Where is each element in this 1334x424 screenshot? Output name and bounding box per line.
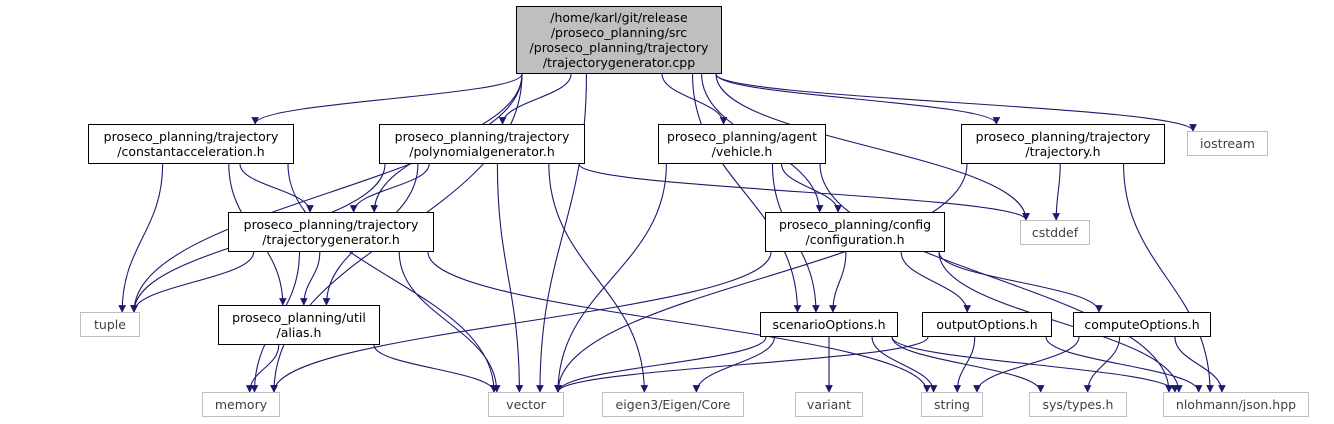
node-label-line: proseco_planning/config [778, 217, 932, 232]
node-label-line: /vehicle.h [711, 144, 773, 159]
node-label-line: vector [506, 397, 546, 412]
edge-scenario-to-json [891, 336, 1179, 393]
edge-trajgen-to-alias [299, 251, 321, 306]
edge-root-to-vector [536, 73, 587, 393]
node-eigen: eigen3/Eigen/Core [602, 392, 744, 417]
edge-config-to-output [900, 251, 972, 313]
edge-scenario-to-eigen [692, 336, 775, 393]
edge-root-to-cstddef [715, 73, 1030, 221]
node-label-line: nlohmann/json.hpp [1175, 397, 1297, 412]
edge-output-to-vector [554, 336, 929, 393]
edge-vehicle-to-config [781, 163, 842, 213]
node-constacc[interactable]: proseco_planning/trajectory/constantacce… [88, 124, 294, 164]
edge-scenario-to-string [871, 336, 938, 393]
node-label-line: /constantacceleration.h [117, 144, 265, 159]
node-label-line: /polynomialgenerator.h [409, 144, 555, 159]
node-label-line: proseco_planning/util [232, 310, 366, 325]
node-label-line: /proseco_planning/src [550, 25, 688, 40]
node-label-line: proseco_planning/agent [667, 129, 817, 144]
node-label-line: /trajectory.h [1025, 144, 1101, 159]
edge-compute-to-systypes [1083, 336, 1121, 393]
edge-compute-to-string [973, 336, 1080, 393]
node-label-line: /trajectorygenerator.h [262, 232, 400, 247]
edge-trajgen-to-string [427, 251, 931, 393]
edge-config-to-scenario [829, 251, 847, 313]
edge-root-to-polygen [498, 73, 572, 125]
edge-scenario-to-vector [554, 336, 767, 393]
node-label-line: /alias.h [276, 325, 322, 340]
node-label-line: proseco_planning/trajectory [975, 129, 1151, 144]
edge-output-to-json [1045, 336, 1203, 393]
node-label-line: eigen3/Eigen/Core [615, 397, 731, 412]
edge-compute-to-json [1174, 336, 1226, 393]
edge-config-to-compute [938, 251, 1103, 313]
node-memory: memory [202, 392, 280, 417]
node-label-line: sys/types.h [1042, 397, 1114, 412]
edge-trajectory-to-vector [554, 163, 968, 393]
node-label-line: /trajectorygenerator.cpp [542, 55, 696, 70]
node-label-line: variant [806, 397, 852, 412]
node-label-line: outputOptions.h [936, 317, 1038, 332]
node-polygen[interactable]: proseco_planning/trajectory/polynomialge… [379, 124, 585, 164]
node-vector: vector [488, 392, 564, 417]
node-vehicle[interactable]: proseco_planning/agent/vehicle.h [658, 124, 826, 164]
node-config[interactable]: proseco_planning/config/configuration.h [765, 212, 945, 252]
node-compute[interactable]: computeOptions.h [1073, 312, 1211, 337]
node-label-line: proseco_planning/trajectory [243, 217, 419, 232]
edge-constacc-to-trajgen [239, 163, 314, 213]
node-label-line: proseco_planning/trajectory [394, 129, 570, 144]
node-output[interactable]: outputOptions.h [922, 312, 1052, 337]
node-json: nlohmann/json.hpp [1163, 392, 1309, 417]
node-label-line: /home/karl/git/release [550, 10, 688, 25]
edge-polygen-to-trajgen [349, 163, 430, 213]
edge-config-to-json [938, 251, 1183, 393]
edge-trajectory-to-json [1123, 163, 1214, 393]
edge-config-to-memory [270, 251, 772, 393]
node-trajectory[interactable]: proseco_planning/trajectory/trajectory.h [961, 124, 1165, 164]
node-label-line: /proseco_planning/trajectory [529, 40, 709, 55]
edge-constacc-to-tuple [118, 163, 164, 313]
node-scenario[interactable]: scenarioOptions.h [760, 312, 898, 337]
node-label-line: computeOptions.h [1084, 317, 1200, 332]
node-iostream: iostream [1187, 131, 1268, 156]
node-label-line: cstddef [1031, 225, 1079, 240]
edge-vehicle-to-json [819, 163, 1173, 393]
edge-vehicle-to-vector [554, 163, 667, 393]
edge-trajectory-to-cstddef [1052, 163, 1061, 221]
node-variant: variant [795, 392, 863, 417]
node-cstddef: cstddef [1020, 220, 1090, 245]
edge-output-to-string [953, 336, 976, 393]
edge-alias-to-vector [373, 344, 498, 393]
edge-root-to-iostream [715, 73, 1197, 132]
edge-polygen-to-cstddef [578, 163, 1030, 221]
node-root[interactable]: /home/karl/git/release/proseco_planning/… [516, 6, 722, 74]
node-label-line: tuple [94, 317, 126, 332]
node-label-line: proseco_planning/trajectory [103, 129, 279, 144]
edge-polygen-to-vector [496, 163, 524, 393]
edge-alias-to-memory [245, 344, 280, 393]
edge-trajgen-to-tuple [130, 251, 255, 313]
edge-root-to-trajectory [715, 73, 1001, 125]
edge-polygen-to-eigen [548, 163, 649, 393]
edge-root-to-constacc [251, 73, 523, 125]
node-label-line: scenarioOptions.h [772, 317, 886, 332]
node-label-line: iostream [1200, 136, 1255, 151]
edges-layer [118, 73, 1226, 393]
node-alias[interactable]: proseco_planning/util/alias.h [218, 305, 380, 345]
node-label-line: string [934, 397, 970, 412]
edge-root-to-tuple [130, 73, 523, 313]
edge-root-to-vehicle [661, 73, 728, 125]
node-systypes: sys/types.h [1029, 392, 1127, 417]
node-label-line: /configuration.h [805, 232, 905, 247]
node-string: string [921, 392, 983, 417]
edge-root-to-scenario [691, 73, 802, 313]
node-label-line: memory [214, 397, 268, 412]
node-tuple: tuple [80, 312, 140, 337]
node-trajgen[interactable]: proseco_planning/trajectory/trajectoryge… [228, 212, 434, 252]
edge-trajgen-to-vector [398, 251, 501, 393]
